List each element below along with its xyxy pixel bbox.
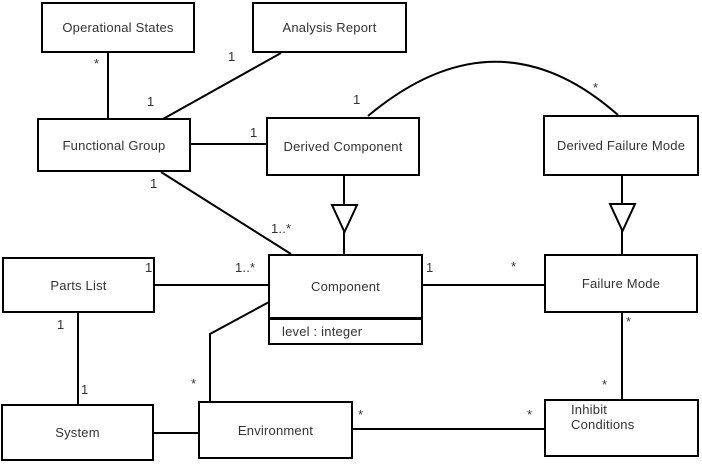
class-derived-failure-mode: Derived Failure Mode	[543, 115, 699, 176]
class-attribute: level : integer	[282, 324, 363, 339]
multiplicity-failure-mode-bottom-end: *	[626, 314, 632, 329]
multiplicity-functional-group-top: 1	[147, 94, 155, 109]
class-name-line: Conditions	[571, 417, 635, 432]
class-component: Component level : integer	[268, 254, 423, 345]
class-name-line: Inhibit	[571, 402, 608, 417]
class-parts-list: Parts List	[2, 257, 155, 313]
class-inhibit-conditions: Inhibit Conditions	[544, 399, 699, 457]
assoc-arc-derived-component-derived-failure-mode	[367, 60, 619, 117]
class-analysis-report: Analysis Report	[252, 2, 407, 53]
multiplicity-inhibit-conditions-left-end: *	[527, 407, 533, 422]
multiplicity-analysis-report-end: 1	[228, 49, 236, 64]
class-functional-group: Functional Group	[37, 118, 191, 172]
multiplicity-system-top-end: 1	[81, 382, 89, 397]
class-name: Operational States	[62, 20, 174, 35]
class-failure-mode: Failure Mode	[544, 254, 698, 313]
class-name-compartment: Component	[270, 256, 421, 317]
multiplicity-parts-list-right-end: 1	[145, 260, 153, 275]
generalization-triangle-icon	[608, 203, 637, 234]
class-name: Analysis Report	[282, 20, 377, 35]
multiplicity-environment-right-end: *	[358, 407, 364, 422]
multiplicity-parts-list-bottom-end: 1	[57, 317, 65, 332]
class-name: Parts List	[50, 277, 107, 293]
class-environment: Environment	[198, 401, 353, 459]
class-name: System	[55, 425, 100, 440]
multiplicity-component-end-functional-group: 1..*	[271, 221, 292, 236]
class-name: Functional Group	[62, 137, 166, 153]
multiplicity-component-end-parts-list: 1..*	[235, 260, 256, 275]
assoc-functional-group-component	[160, 171, 292, 255]
multiplicity-arc-derived-component-end: 1	[353, 92, 361, 107]
class-name: Component	[310, 279, 380, 294]
multiplicity-arc-derived-failure-mode-end: *	[593, 80, 599, 95]
multiplicity-component-right-end: 1	[426, 260, 434, 275]
assoc-analysis-report-functional-group	[162, 52, 282, 120]
class-name: Failure Mode	[581, 276, 661, 291]
multiplicity-functional-group-bottom: 1	[150, 176, 158, 191]
class-name: Derived Component	[283, 139, 403, 154]
multiplicity-environment-top-end: *	[191, 376, 197, 391]
class-name: Environment	[237, 422, 314, 438]
class-derived-component: Derived Component	[266, 117, 420, 176]
assoc-component-environment	[209, 301, 270, 401]
multiplicity-inhibit-conditions-top-end: *	[602, 377, 608, 392]
multiplicity-operational-states-end: *	[94, 56, 100, 71]
class-name: Derived Failure Mode	[556, 138, 686, 153]
multiplicity-derived-component-left-end: 1	[250, 125, 258, 140]
generalization-triangle-icon	[330, 204, 359, 235]
class-attribute-compartment: level : integer	[270, 317, 421, 343]
class-operational-states: Operational States	[41, 2, 195, 53]
multiplicity-failure-mode-left-end: *	[511, 259, 517, 274]
class-system: System	[1, 404, 154, 461]
